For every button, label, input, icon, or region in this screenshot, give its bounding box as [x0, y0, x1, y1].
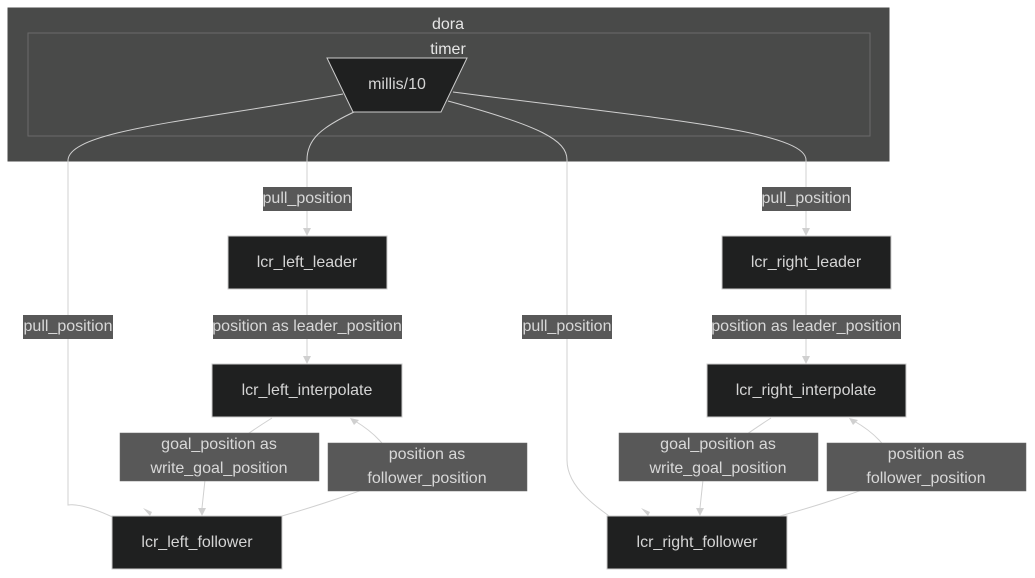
edge-label-line-1: goal_position as: [660, 436, 776, 453]
arrowhead-left-interpolate: [303, 356, 311, 364]
edge-label-line-2: follower_position: [367, 470, 486, 487]
arrowhead-right-follower-pull: [641, 508, 650, 516]
edge-label-left-leader-pull: pull_position: [263, 187, 352, 211]
node-lcr-right-follower-label: lcr_right_follower: [637, 534, 759, 551]
edge-label-text: pull_position: [762, 190, 851, 207]
node-lcr-left-follower[interactable]: lcr_left_follower: [111, 515, 283, 570]
node-lcr-right-leader[interactable]: lcr_right_leader: [721, 235, 892, 290]
edge-label-left-follower-pull: pull_position: [23, 315, 113, 339]
node-lcr-left-follower-shape: [111, 515, 283, 570]
node-lcr-left-follower-label: lcr_left_follower: [141, 534, 253, 551]
arrowhead-right-leader: [802, 228, 810, 236]
edge-label-line-1: position as: [389, 446, 466, 463]
node-lcr-left-leader[interactable]: lcr_left_leader: [227, 235, 388, 290]
edge-timer-to-right-follower: [447, 100, 641, 538]
edge-label-text: pull_position: [24, 318, 113, 335]
edge-label-left-goal-position: goal_position as write_goal_position: [119, 432, 320, 482]
arrowhead-right-interpolate: [802, 356, 810, 364]
node-timer-label: millis/10: [368, 76, 426, 93]
edge-label-left-follower-position: position as follower_position: [327, 442, 528, 492]
node-lcr-right-follower-shape: [606, 515, 788, 570]
arrowhead-right-follower-goal: [696, 508, 704, 516]
node-lcr-right-leader-label: lcr_right_leader: [751, 254, 862, 271]
edge-timer-to-left-follower: [67, 93, 344, 538]
node-lcr-left-leader-label: lcr_left_leader: [257, 254, 358, 271]
node-lcr-right-interpolate[interactable]: lcr_right_interpolate: [706, 363, 907, 418]
node-lcr-right-interpolate-shape: [706, 363, 907, 418]
edge-label-text: position as leader_position: [711, 318, 900, 335]
node-lcr-left-leader-shape: [227, 235, 388, 290]
node-timer-shape: [326, 57, 468, 113]
edge-label-text: pull_position: [263, 190, 352, 207]
edge-label-line-2: write_goal_position: [649, 460, 787, 477]
node-lcr-left-interpolate[interactable]: lcr_left_interpolate: [211, 363, 403, 418]
edge-label-right-leader-position: position as leader_position: [711, 315, 901, 339]
edge-label-line-1: goal_position as: [161, 436, 277, 453]
edge-label-right-follower-position: position as follower_position: [826, 442, 1027, 492]
node-lcr-right-leader-shape: [721, 235, 892, 290]
edge-timer-to-left-leader: [306, 111, 355, 229]
edge-label-left-leader-position: position as leader_position: [212, 315, 402, 339]
edge-label-line-2: write_goal_position: [150, 460, 288, 477]
edge-label-right-goal-position: goal_position as write_goal_position: [618, 432, 819, 482]
arrowhead-right-interpolate-feedback: [849, 418, 858, 425]
node-timer[interactable]: millis/10: [326, 57, 468, 113]
edge-label-line-1: position as: [888, 446, 965, 463]
node-lcr-left-interpolate-label: lcr_left_interpolate: [242, 382, 373, 399]
edge-label-text: position as leader_position: [212, 318, 401, 335]
node-lcr-right-interpolate-label: lcr_right_interpolate: [736, 382, 877, 399]
cluster-dora-label: dora: [432, 16, 464, 33]
edge-label-right-leader-pull: pull_position: [762, 187, 851, 211]
node-lcr-left-interpolate-shape: [211, 363, 403, 418]
arrowhead-left-follower-pull: [143, 508, 152, 516]
arrowhead-left-follower-goal: [198, 508, 206, 516]
edge-timer-to-right-leader: [452, 91, 807, 229]
arrowhead-left-interpolate-feedback: [350, 418, 359, 425]
arrowhead-left-leader: [303, 228, 311, 236]
cluster-timer-label: timer: [430, 41, 466, 58]
edge-label-right-follower-pull: pull_position: [522, 315, 612, 339]
edge-label-text: pull_position: [523, 318, 612, 335]
edge-label-line-2: follower_position: [866, 470, 985, 487]
node-lcr-right-follower[interactable]: lcr_right_follower: [606, 515, 788, 570]
